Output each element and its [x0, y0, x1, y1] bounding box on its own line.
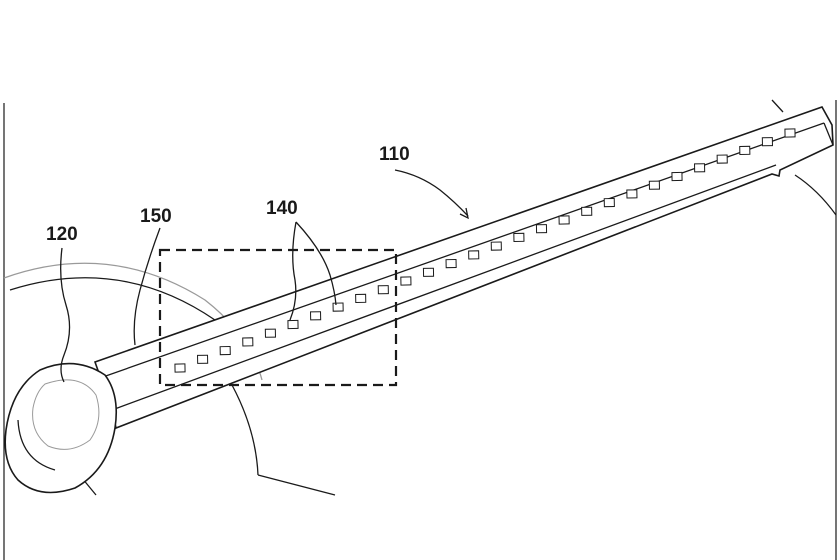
light-source-element: [535, 224, 548, 234]
light-source-element: [174, 363, 186, 373]
light-source-element: [242, 337, 254, 347]
light-source-element: [400, 276, 412, 286]
blade-lower-face-line: [111, 164, 777, 411]
blade-tip-face: [823, 122, 834, 146]
light-source-element: [558, 215, 570, 225]
label-140: 140: [266, 198, 298, 219]
light-source-element: [490, 241, 502, 251]
light-source-element: [603, 197, 615, 208]
detail-box: [158, 248, 398, 387]
housing-right-arc: [794, 174, 837, 216]
light-source-element: [219, 345, 231, 356]
light-source-element: [761, 137, 773, 147]
light-source-element: [648, 180, 660, 190]
housing-inner-arc: [9, 277, 216, 321]
light-source-element: [626, 189, 638, 199]
light-source-element: [671, 171, 683, 182]
leader-140-right: [295, 221, 337, 306]
hub-body: [4, 362, 118, 494]
housing-lower-arc: [231, 384, 259, 476]
light-source-element: [784, 128, 796, 138]
light-source-element: [310, 311, 322, 321]
light-source-element: [445, 258, 457, 269]
housing-bottom-line: [257, 474, 336, 496]
leader-140-left: [289, 221, 297, 321]
hub-inner-ring: [32, 379, 100, 450]
light-source-element: [332, 302, 344, 312]
light-source-element: [355, 293, 367, 304]
light-source-array: [174, 128, 796, 373]
leader-lines: [60, 169, 469, 383]
label-150: 150: [140, 206, 172, 227]
light-source-element: [716, 154, 728, 164]
label-120: 120: [46, 224, 78, 245]
hub-120: [4, 362, 118, 494]
light-source-element: [513, 232, 525, 243]
housing-top-right-mark: [771, 99, 784, 113]
light-source-element: [377, 285, 389, 295]
light-source-element: [264, 328, 276, 338]
light-source-element: [739, 145, 751, 156]
leader-110: [394, 169, 469, 217]
hub-front-arc: [17, 419, 56, 471]
light-source-element: [694, 163, 706, 173]
light-source-element: [422, 267, 435, 277]
light-source-element: [197, 354, 209, 364]
light-source-element: [468, 250, 480, 260]
label-110: 110: [379, 144, 410, 165]
light-source-element: [287, 319, 299, 330]
leader-150: [133, 227, 161, 346]
leader-120: [60, 247, 71, 383]
leader-110-arrow: [459, 207, 469, 220]
rotor-housing: [3, 99, 837, 496]
light-source-element: [581, 206, 593, 216]
frame-lines: [3, 100, 837, 560]
